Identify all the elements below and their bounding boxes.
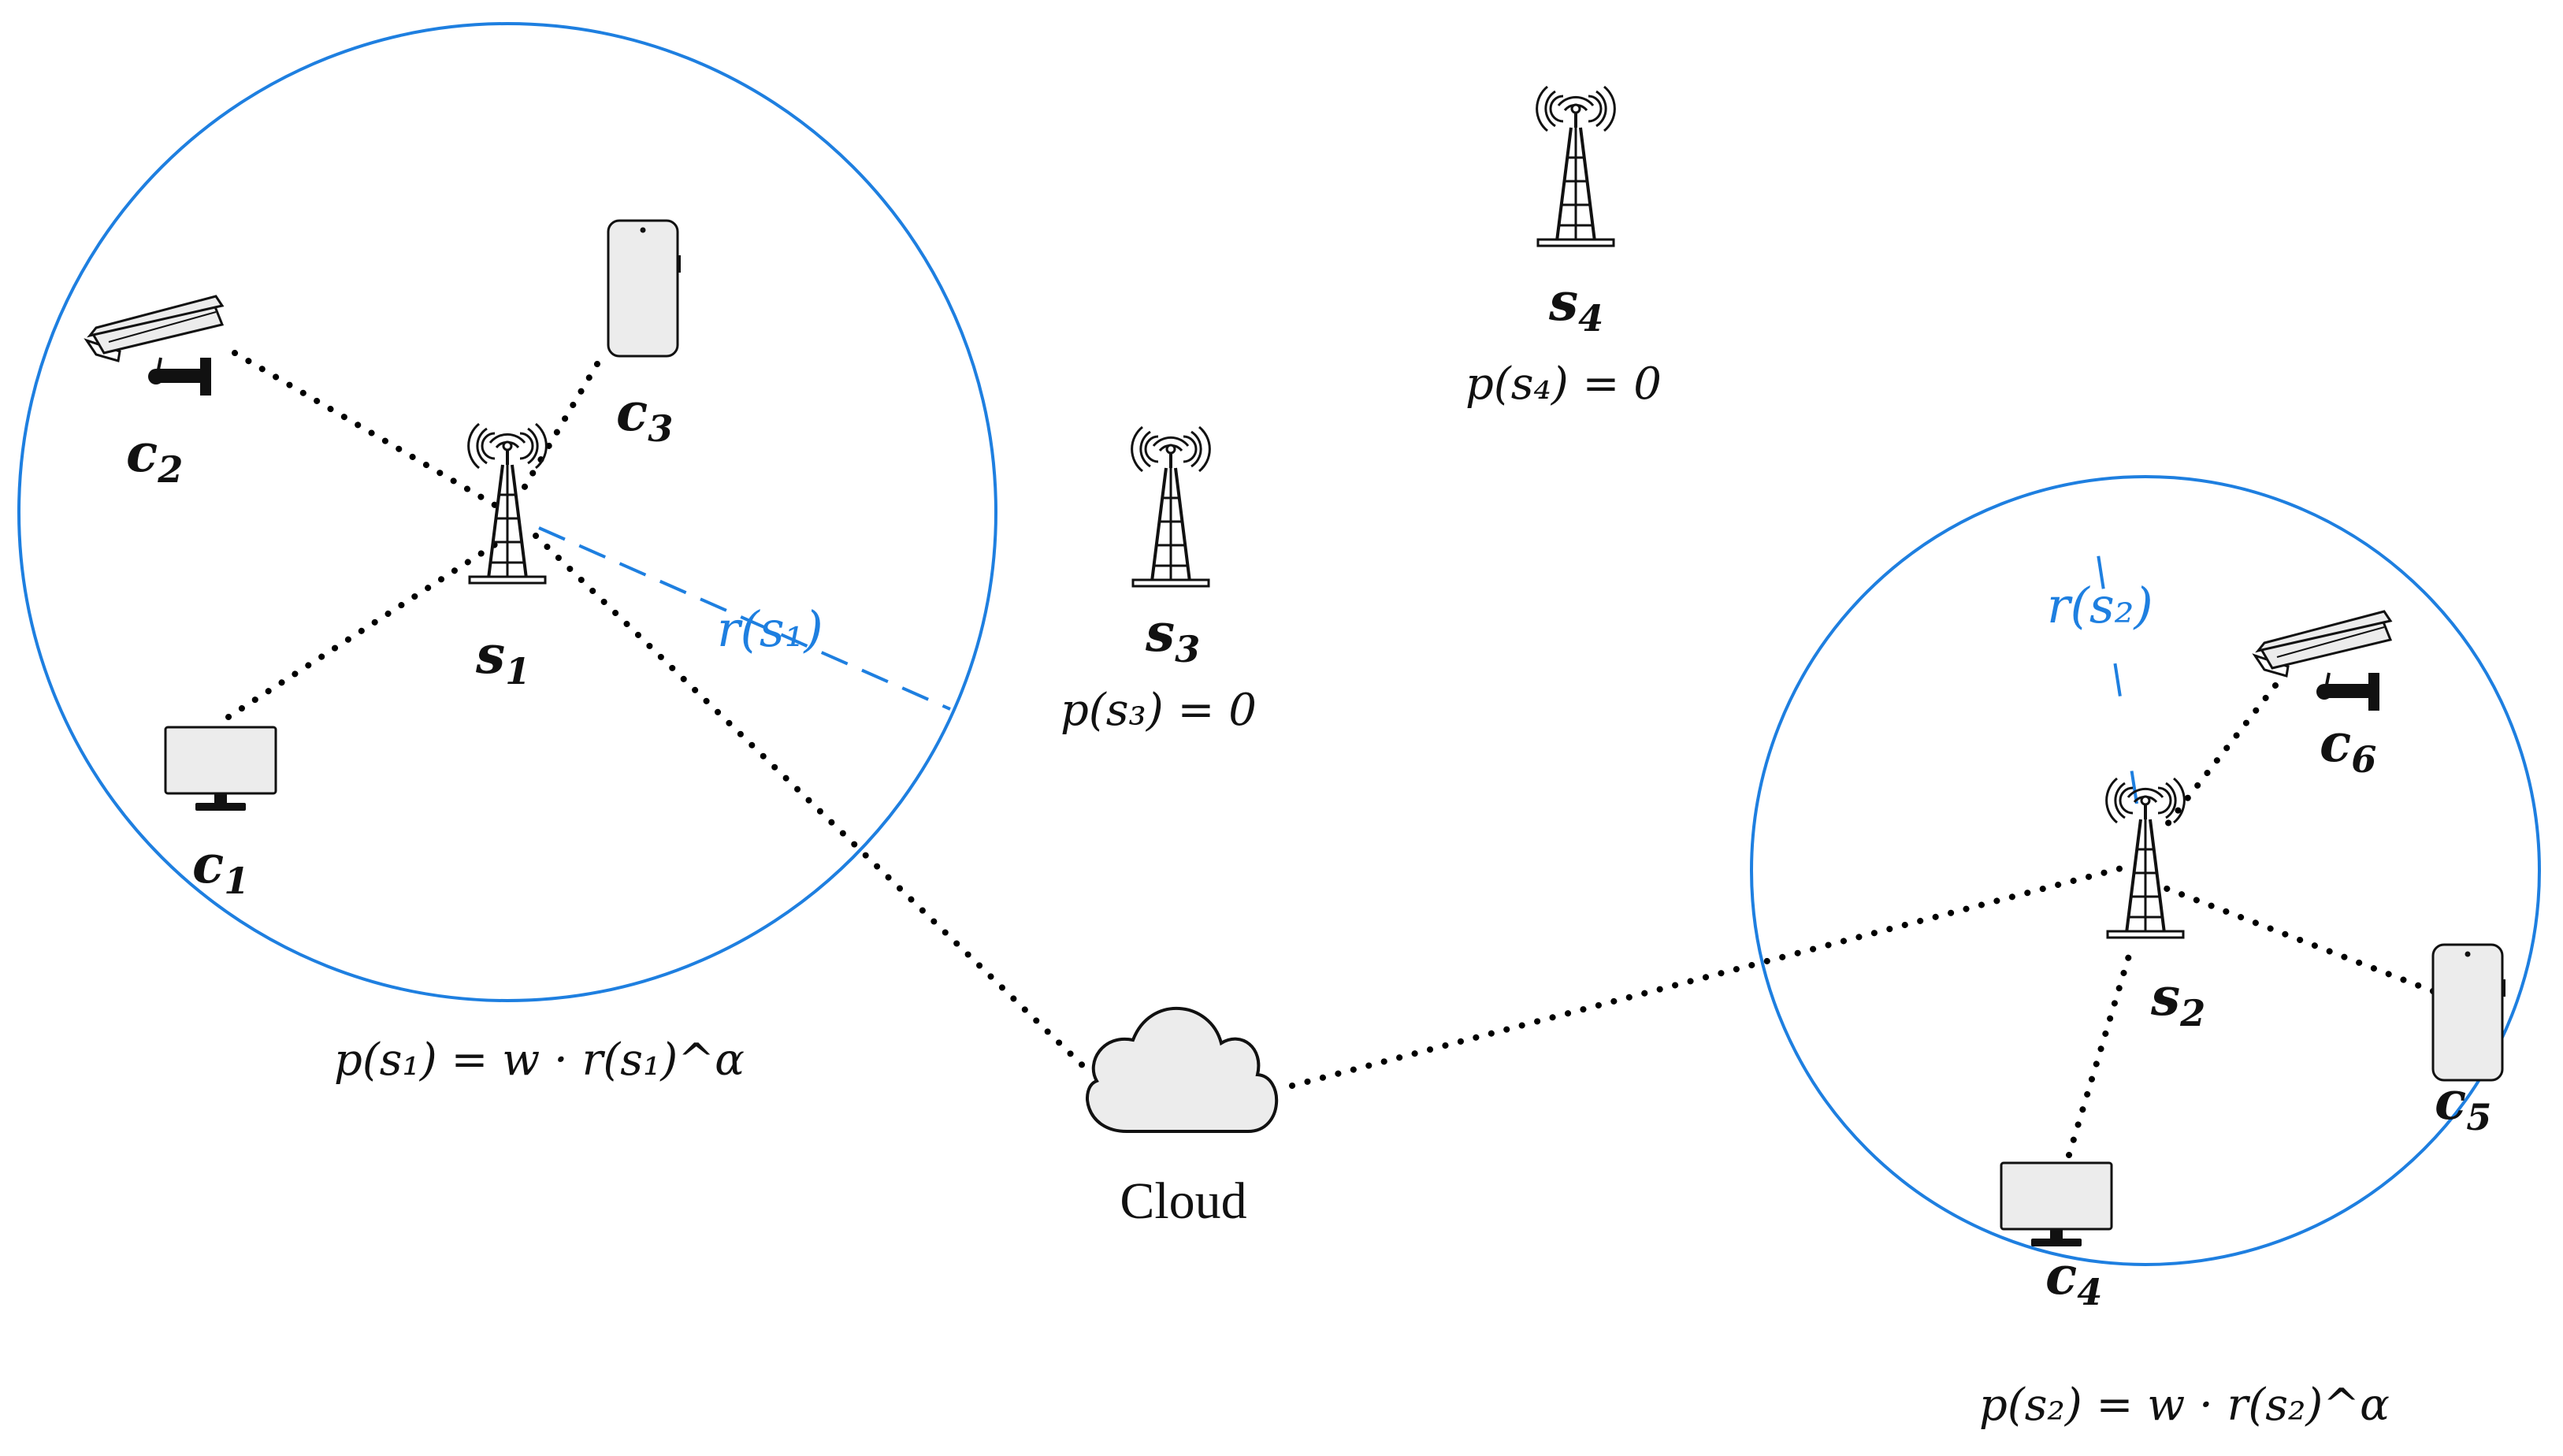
link-c2-s1 xyxy=(232,350,507,514)
radius-line-s2 xyxy=(2086,488,2138,804)
price-label-s3: p(s₃) = 0 xyxy=(1060,685,1257,736)
tower-icon-s2[interactable] xyxy=(2104,777,2186,939)
price-label-s2: p(s₂) = w · r(s₂)^α xyxy=(1979,1380,2390,1431)
link-c4-s2 xyxy=(2066,942,2135,1158)
client-label-c5: c5 xyxy=(2435,1070,2491,1138)
tower-icon-s3[interactable] xyxy=(1130,425,1212,588)
cloud-label: Cloud xyxy=(1120,1172,1246,1230)
client-label-c3: c3 xyxy=(616,381,673,450)
radius-label-s2: r(s₂) xyxy=(2047,577,2153,634)
phone-icon-c3[interactable] xyxy=(607,219,682,358)
client-label-c1: c1 xyxy=(192,834,249,902)
client-label-c4: c4 xyxy=(2045,1245,2102,1313)
price-label-s1: p(s₁) = w · r(s₁)^α xyxy=(334,1034,745,1086)
server-label-s3: s3 xyxy=(1145,602,1200,670)
phone-icon-c5[interactable] xyxy=(2431,943,2507,1082)
server-label-s4: s4 xyxy=(1548,271,1603,340)
coverage-circle-s1 xyxy=(17,22,997,1002)
monitor-icon-c4[interactable] xyxy=(2000,1161,2113,1248)
link-c3-s1 xyxy=(517,361,600,498)
link-c5-s2 xyxy=(2156,882,2436,994)
price-label-s4: p(s₄) = 0 xyxy=(1465,358,1662,410)
camera-icon-c6[interactable] xyxy=(2253,610,2392,712)
client-label-c2: c2 xyxy=(126,422,183,491)
link-cloud-s2 xyxy=(1289,864,2130,1089)
link-s1-cloud xyxy=(533,533,1094,1076)
server-label-s2: s2 xyxy=(2150,966,2205,1034)
camera-icon-c2[interactable] xyxy=(85,295,224,397)
link-c6-s2 xyxy=(2156,682,2279,838)
links xyxy=(225,350,2436,1158)
radius-line-s1 xyxy=(538,526,951,711)
cloud-icon[interactable] xyxy=(1086,1007,1279,1133)
monitor-icon-c1[interactable] xyxy=(164,726,277,812)
tower-icon-s1[interactable] xyxy=(466,422,548,585)
client-label-c6: c6 xyxy=(2320,712,2376,781)
coverage-circle-s2 xyxy=(1750,475,2541,1266)
radius-label-s1: r(s₁) xyxy=(717,600,823,658)
link-c1-s1 xyxy=(225,540,500,720)
tower-icon-s4[interactable] xyxy=(1535,85,1617,247)
server-label-s1: s1 xyxy=(475,624,530,693)
